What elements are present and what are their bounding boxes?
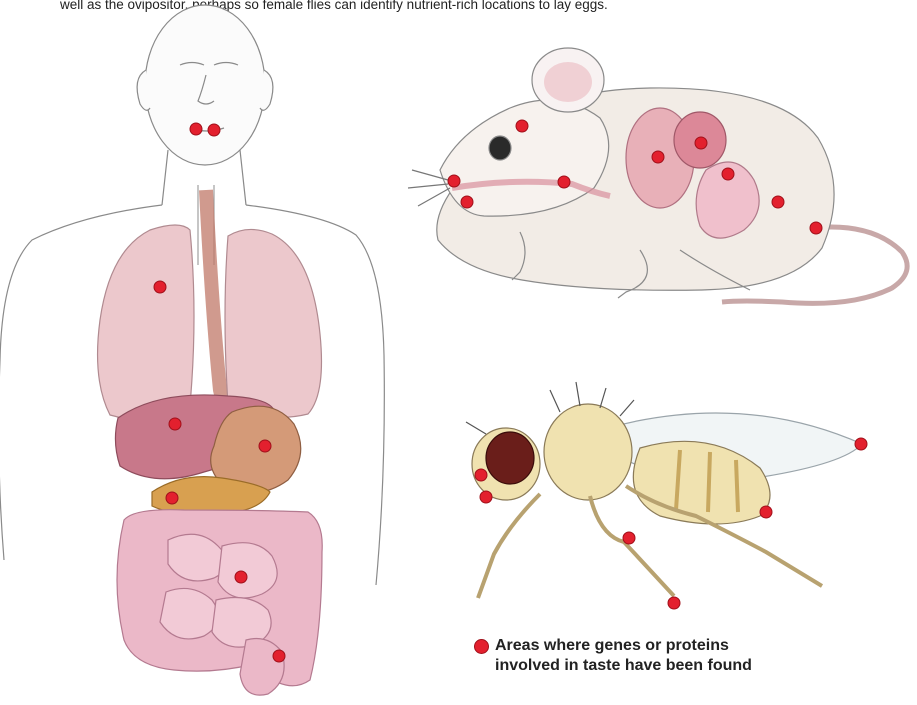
mouse-stomach-marker — [652, 151, 664, 163]
human-lung-marker — [154, 281, 166, 293]
human-mouth-marker-left — [190, 123, 202, 135]
human-left-lung — [225, 229, 322, 417]
mouse-inner-ear — [544, 62, 592, 102]
human-large-intestine — [117, 510, 322, 686]
fly-midleg-marker — [623, 532, 635, 544]
fly-ovipositor-marker — [760, 506, 772, 518]
human-mouth-marker-right — [208, 124, 220, 136]
human-liver-marker — [169, 418, 181, 430]
mouse-nose-marker — [448, 175, 460, 187]
legend-label-line-1: Areas where genes or proteins — [495, 637, 729, 654]
human-right-lung — [98, 225, 194, 419]
mouse-liver-marker — [695, 137, 707, 149]
fly-mouthpart-marker — [480, 491, 492, 503]
human-colon-marker — [273, 650, 285, 662]
fly-thorax — [544, 404, 632, 500]
fly-eye — [486, 432, 534, 484]
fly-proboscis-marker — [475, 469, 487, 481]
legend-label-line-2: involved in taste have been found — [495, 656, 875, 676]
mouse-rear-marker — [810, 222, 822, 234]
legend-label: Areas where genes or proteins involved i… — [495, 636, 875, 676]
human-intestine-marker — [235, 571, 247, 583]
fly-figure — [466, 382, 862, 598]
mouse-eye — [489, 136, 511, 160]
mouse-jaw-marker — [461, 196, 473, 208]
mouse-ear-marker — [516, 120, 528, 132]
human-head — [145, 5, 265, 165]
human-intestines — [117, 510, 322, 695]
mouse-figure — [408, 48, 907, 303]
mouse-colon-marker — [772, 196, 784, 208]
human-pancreas-marker — [166, 492, 178, 504]
mouse-intestine-marker — [722, 168, 734, 180]
mouse-cheek-marker — [558, 176, 570, 188]
fly-wing-marker — [855, 438, 867, 450]
human-rectum — [240, 639, 284, 696]
human-stomach-marker — [259, 440, 271, 452]
fly-foreleg-marker — [668, 597, 680, 609]
legend-marker-icon — [474, 639, 489, 654]
